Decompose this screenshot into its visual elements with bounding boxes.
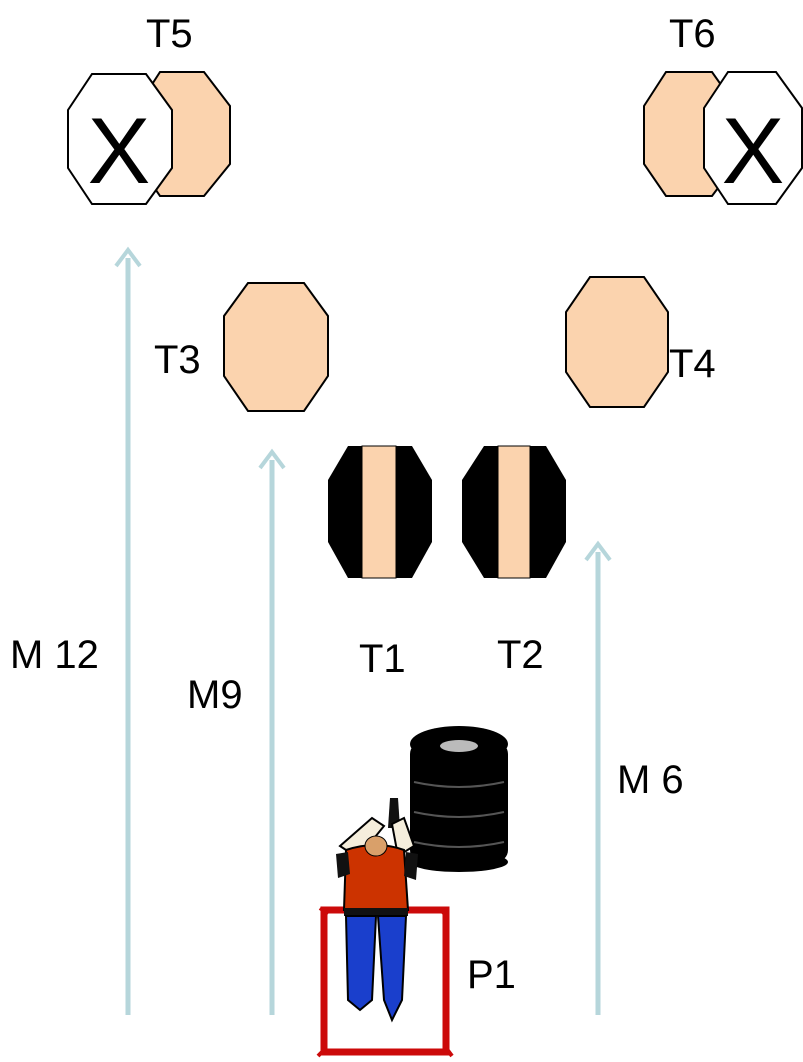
target-t6: X	[643, 71, 803, 205]
target-t3	[223, 282, 329, 412]
target-t6-label: T6	[669, 12, 716, 56]
target-t1-label: T1	[359, 637, 406, 681]
distance-m9-label: M9	[187, 673, 243, 717]
distance-m6-label: M 6	[617, 758, 684, 802]
distance-arrow-m6	[584, 540, 612, 1015]
target-t5-label: T5	[146, 12, 193, 56]
position-p1-label: P1	[467, 953, 516, 997]
target-t6-no-shoot	[703, 71, 803, 205]
shooter-figure	[336, 798, 418, 1023]
distance-arrow-m9	[258, 448, 286, 1015]
target-t2	[462, 445, 566, 579]
distance-arrow-m12	[114, 246, 142, 1015]
target-t2-label: T2	[497, 633, 544, 677]
target-t5-no-shoot-mark: X	[88, 98, 151, 203]
target-t3-label: T3	[154, 338, 201, 382]
tire-stack	[410, 726, 508, 872]
target-t4-label: T4	[669, 342, 716, 386]
target-t5-no-shoot	[67, 73, 173, 205]
target-t5: X	[67, 71, 231, 205]
target-t6-no-shoot-mark: X	[722, 98, 785, 203]
target-t1	[328, 445, 432, 579]
distance-m12-label: M 12	[10, 633, 99, 677]
target-t4	[565, 276, 669, 408]
